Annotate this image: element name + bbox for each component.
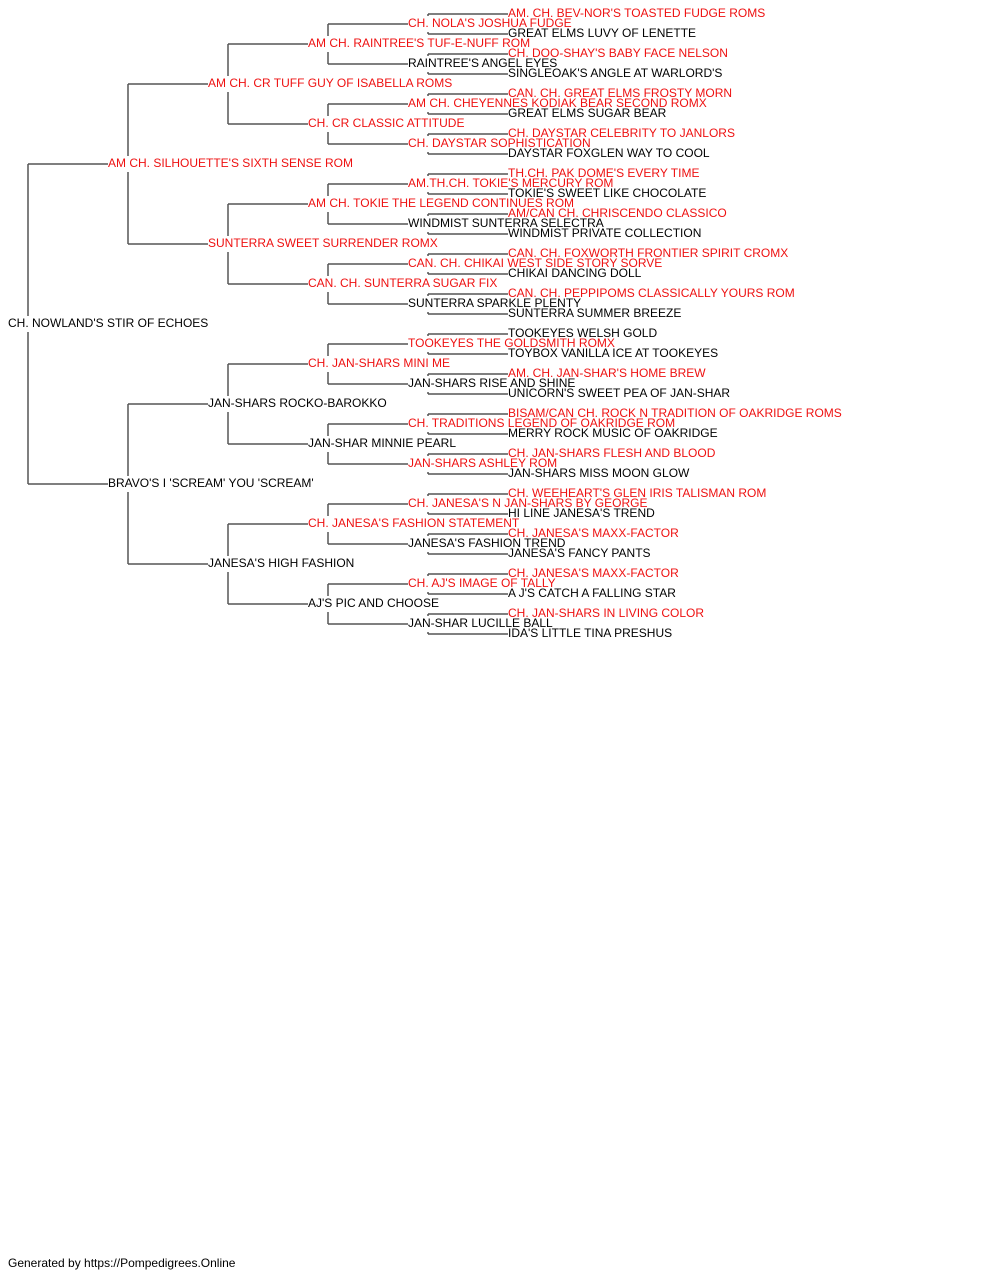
ancestor-name: AJ'S PIC AND CHOOSE <box>308 596 439 610</box>
ancestor-name: MERRY ROCK MUSIC OF OAKRIDGE <box>508 426 718 440</box>
ancestor-name: JAN-SHAR LUCILLE BALL <box>408 616 553 630</box>
ancestor-name: TH.CH. PAK DOME'S EVERY TIME <box>508 166 699 180</box>
ancestor-name: A J'S CATCH A FALLING STAR <box>508 586 676 600</box>
ancestor-name: CAN. CH. PEPPIPOMS CLASSICALLY YOURS ROM <box>508 286 795 300</box>
ancestor-name: AM CH. CHEYENNES KODIAK BEAR SECOND ROMX <box>408 96 707 110</box>
ancestor-name: AM CH. RAINTREE'S TUF-E-NUFF ROM <box>308 36 530 50</box>
ancestor-name: TOOKEYES THE GOLDSMITH ROMX <box>408 336 615 350</box>
ancestor-name: RAINTREE'S ANGEL EYES <box>408 56 557 70</box>
ancestor-name: SUNTERRA SUMMER BREEZE <box>508 306 681 320</box>
ancestor-name: CH. JANESA'S MAXX-FACTOR <box>508 566 679 580</box>
ancestor-name: CH. JAN-SHARS FLESH AND BLOOD <box>508 446 716 460</box>
ancestor-name: JANESA'S HIGH FASHION <box>208 556 354 570</box>
ancestor-name: GREAT ELMS SUGAR BEAR <box>508 106 667 120</box>
ancestor-name: CAN. CH. GREAT ELMS FROSTY MORN <box>508 86 732 100</box>
ancestor-name: CH. AJ'S IMAGE OF TALLY <box>408 576 556 590</box>
ancestor-name: CH. JAN-SHARS IN LIVING COLOR <box>508 606 704 620</box>
ancestor-name: AM CH. TOKIE THE LEGEND CONTINUES ROM <box>308 196 574 210</box>
ancestor-name: JANESA'S FANCY PANTS <box>508 546 651 560</box>
ancestor-name: CH. TRADITIONS LEGEND OF OAKRIDGE ROM <box>408 416 675 430</box>
ancestor-name: CH. WEEHEART'S GLEN IRIS TALISMAN ROM <box>508 486 766 500</box>
generated-by-footer: Generated by https://Pompedigrees.Online <box>8 1256 236 1270</box>
ancestor-name: CH. JANESA'S MAXX-FACTOR <box>508 526 679 540</box>
ancestor-name: SUNTERRA SWEET SURRENDER ROMX <box>208 236 438 250</box>
subject-dog-name: CH. NOWLAND'S STIR OF ECHOES <box>8 316 208 330</box>
ancestor-name: TOKIE'S SWEET LIKE CHOCOLATE <box>508 186 706 200</box>
ancestor-name: CH. DAYSTAR CELEBRITY TO JANLORS <box>508 126 735 140</box>
ancestor-name: CH. DAYSTAR SOPHISTICATION <box>408 136 591 150</box>
ancestor-name: CH. JAN-SHARS MINI ME <box>308 356 450 370</box>
ancestor-name: CH. CR CLASSIC ATTITUDE <box>308 116 464 130</box>
ancestor-name: AM/CAN CH. CHRISCENDO CLASSICO <box>508 206 727 220</box>
ancestor-name: BRAVO'S I 'SCREAM' YOU 'SCREAM' <box>108 476 314 490</box>
ancestor-name: JAN-SHARS MISS MOON GLOW <box>508 466 690 480</box>
ancestor-name: JAN-SHARS ROCKO-BAROKKO <box>208 396 387 410</box>
ancestor-name: AM CH. SILHOUETTE'S SIXTH SENSE ROM <box>108 156 353 170</box>
ancestor-name: CH. JANESA'S FASHION STATEMENT <box>308 516 520 530</box>
ancestor-name: WINDMIST SUNTERRA SELECTRA <box>408 216 604 230</box>
ancestor-name: TOYBOX VANILLA ICE AT TOOKEYES <box>508 346 718 360</box>
ancestor-name: AM CH. CR TUFF GUY OF ISABELLA ROMS <box>208 76 452 90</box>
ancestor-name: WINDMIST PRIVATE COLLECTION <box>508 226 701 240</box>
ancestor-name: CH. JANESA'S N JAN-SHARS BY GEORGE <box>408 496 647 510</box>
ancestor-name: SUNTERRA SPARKLE PLENTY <box>408 296 581 310</box>
ancestor-name: AM. CH. JAN-SHAR'S HOME BREW <box>508 366 706 380</box>
ancestor-name: IDA'S LITTLE TINA PRESHUS <box>508 626 672 640</box>
ancestor-name: SINGLEOAK'S ANGLE AT WARLORD'S <box>508 66 722 80</box>
ancestor-name: JAN-SHARS RISE AND SHINE <box>408 376 575 390</box>
ancestor-name: CAN. CH. SUNTERRA SUGAR FIX <box>308 276 497 290</box>
ancestor-name: JAN-SHARS ASHLEY ROM <box>408 456 557 470</box>
ancestor-name: CHIKAI DANCING DOLL <box>508 266 642 280</box>
ancestor-name: TOOKEYES WELSH GOLD <box>508 326 657 340</box>
ancestor-name: JAN-SHAR MINNIE PEARL <box>308 436 456 450</box>
ancestor-name: DAYSTAR FOXGLEN WAY TO COOL <box>508 146 710 160</box>
ancestor-name: AM.TH.CH. TOKIE'S MERCURY ROM <box>408 176 613 190</box>
ancestor-name: UNICORN'S SWEET PEA OF JAN-SHAR <box>508 386 730 400</box>
ancestor-name: AM. CH. BEV-NOR'S TOASTED FUDGE ROMS <box>508 6 765 20</box>
ancestor-name: JANESA'S FASHION TREND <box>408 536 566 550</box>
ancestor-name: BISAM/CAN CH. ROCK N TRADITION OF OAKRID… <box>508 406 842 420</box>
ancestor-name: CH. DOO-SHAY'S BABY FACE NELSON <box>508 46 728 60</box>
ancestor-name: CAN. CH. FOXWORTH FRONTIER SPIRIT CROMX <box>508 246 788 260</box>
ancestor-name: HI LINE JANESA'S TREND <box>508 506 655 520</box>
ancestor-name: CAN. CH. CHIKAI WEST SIDE STORY SORVE <box>408 256 662 270</box>
ancestor-name: CH. NOLA'S JOSHUA FUDGE <box>408 16 572 30</box>
ancestor-name: GREAT ELMS LUVY OF LENETTE <box>508 26 696 40</box>
